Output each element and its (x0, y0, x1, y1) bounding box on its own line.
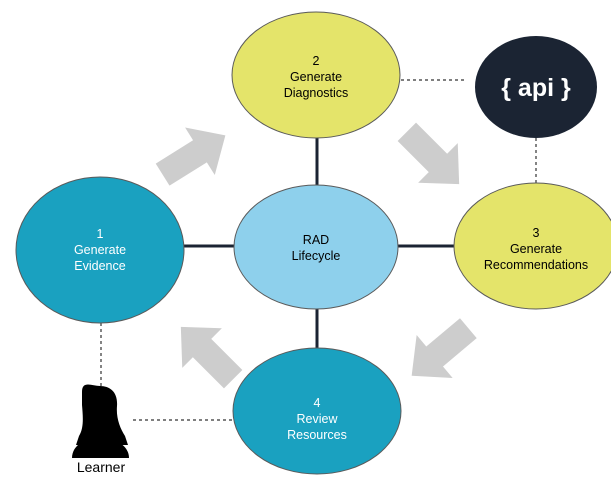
learner-label: Learner (77, 459, 126, 475)
cycle-arrow-4-to-1 (180, 326, 243, 389)
node-3-line1: Generate (510, 242, 562, 256)
center-label-line2: Lifecycle (292, 249, 341, 263)
node-4-line2: Resources (287, 428, 347, 442)
node-4-review-resources (232, 347, 402, 475)
node-1-number: 1 (97, 227, 104, 241)
node-2-generate-diagnostics (231, 11, 401, 139)
node-4-number: 4 (314, 396, 321, 410)
node-4-line1: Review (297, 412, 339, 426)
person-silhouette-icon (72, 384, 129, 458)
node-2-line2: Diagnostics (284, 86, 349, 100)
node-2-number: 2 (313, 54, 320, 68)
api-icon: { api } (475, 36, 597, 138)
center-label-line1: RAD (303, 233, 329, 247)
cycle-arrow-2-to-3 (397, 122, 460, 185)
node-3-generate-recommendations (453, 182, 611, 310)
node-1-generate-evidence (15, 176, 185, 324)
node-2-line1: Generate (290, 70, 342, 84)
node-1-line2: Evidence (74, 259, 125, 273)
center-node (233, 184, 399, 310)
cycle-arrow-1-to-2 (155, 127, 226, 186)
node-3-number: 3 (533, 226, 540, 240)
api-badge (475, 36, 597, 138)
api-badge-label: { api } (501, 74, 571, 102)
cycle-arrow-3-to-4 (411, 318, 477, 378)
node-3-line2: Recommendations (484, 258, 588, 272)
node-1-line1: Generate (74, 243, 126, 257)
